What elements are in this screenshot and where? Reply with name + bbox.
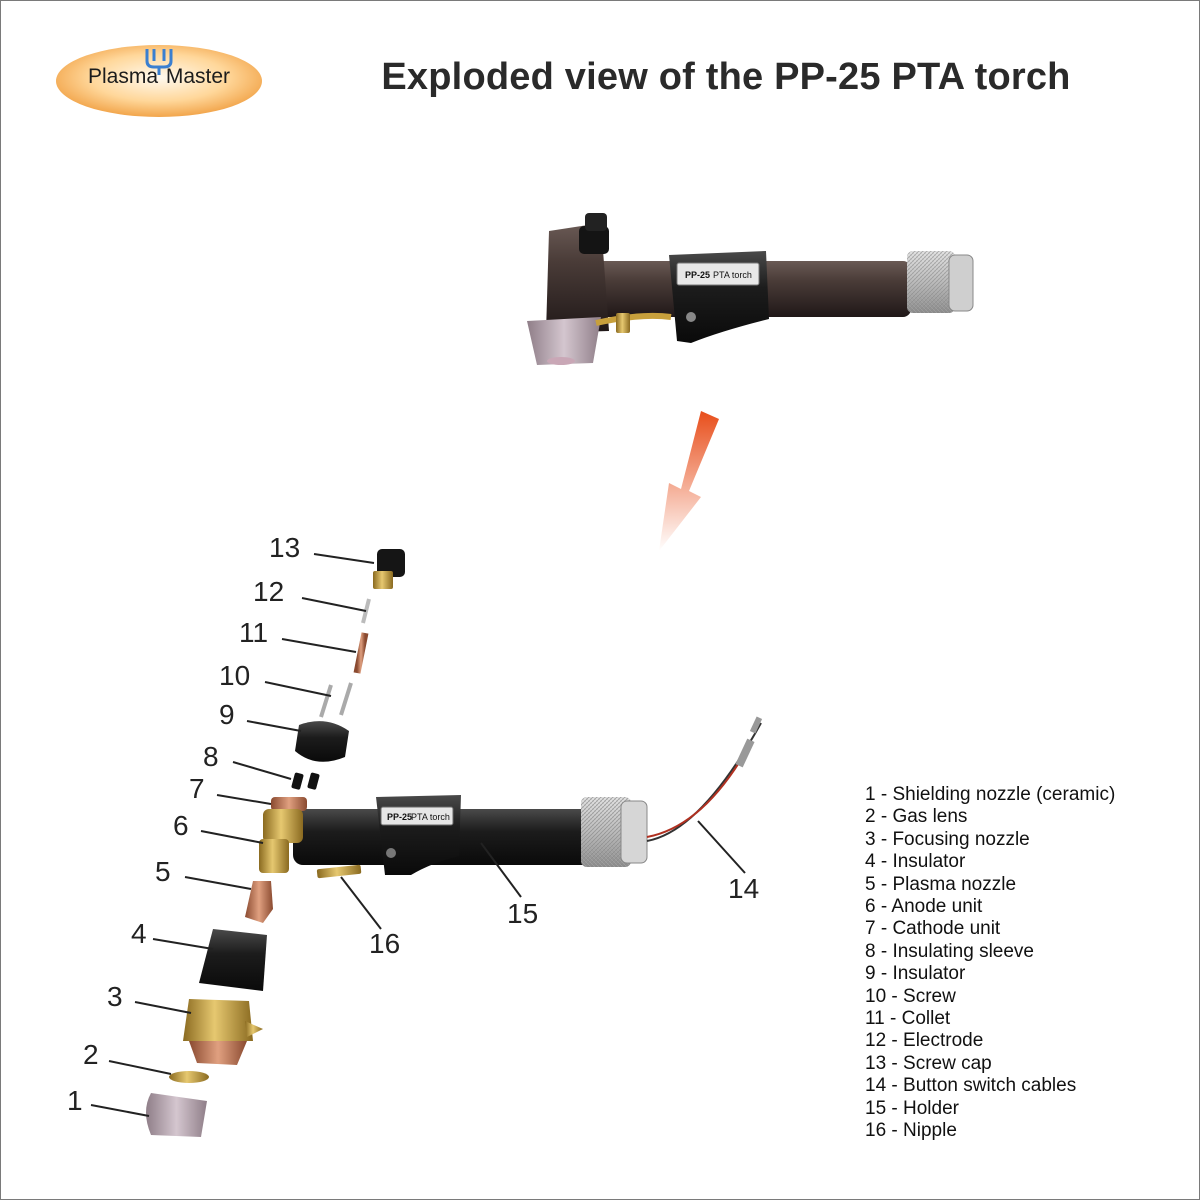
part-shielding-nozzle: [146, 1093, 207, 1137]
callout-16: 16: [369, 928, 401, 959]
legend-item: 7 - Cathode unit: [865, 918, 1001, 940]
callout-12: 12: [253, 576, 285, 607]
legend-item: 12 - Electrode: [865, 1030, 984, 1052]
callout-14: 14: [728, 873, 760, 904]
legend-item: 16 - Nipple: [865, 1120, 957, 1142]
plasma-master-logo: Plasma Master: [54, 41, 264, 119]
leader-lines: [90, 553, 746, 1117]
callout-4: 4: [131, 918, 147, 949]
part-button-switch-cables: [646, 716, 763, 842]
part-cathode-unit: [271, 797, 307, 811]
callout-7: 7: [189, 773, 205, 804]
torch-model-label: PP-25: [685, 270, 710, 280]
part-plasma-nozzle: [245, 881, 273, 923]
logo-ellipse-icon: [56, 45, 262, 117]
holder-name-label: PTA torch: [411, 812, 450, 822]
legend-item: 14 - Button switch cables: [865, 1075, 1077, 1097]
legend-item: 2 - Gas lens: [865, 806, 968, 828]
legend-item: 8 - Insulating sleeve: [865, 940, 1034, 962]
part-screw-cap: [373, 549, 405, 589]
explode-arrow-icon: [659, 411, 719, 551]
part-collet: [353, 632, 369, 674]
page-title: Exploded view of the PP-25 PTA torch: [381, 56, 1071, 98]
callout-9: 9: [219, 699, 235, 730]
logo-text: Plasma Master: [87, 65, 231, 88]
part-insulator-upper: [295, 721, 349, 762]
legend-item: 13 - Screw cap: [865, 1052, 992, 1074]
callout-8: 8: [203, 741, 219, 772]
callout-2: 2: [83, 1039, 99, 1070]
part-holder: PP-25 PTA torch: [293, 795, 648, 875]
callout-15: 15: [507, 898, 539, 929]
callout-3: 3: [107, 981, 123, 1012]
part-insulating-sleeves: [291, 772, 320, 790]
legend-item: 3 - Focusing nozzle: [865, 828, 1030, 850]
callout-10: 10: [219, 660, 251, 691]
part-nipple: [316, 864, 362, 879]
part-insulator-lower: [199, 929, 267, 991]
parts-legend: 1 - Shielding nozzle (ceramic) 2 - Gas l…: [865, 784, 1115, 1143]
callout-5: 5: [155, 856, 171, 887]
legend-item: 10 - Screw: [865, 985, 956, 1007]
callout-6: 6: [173, 810, 189, 841]
part-screws: [319, 682, 353, 718]
torch-mark-icon: [145, 49, 173, 75]
legend-item: 15 - Holder: [865, 1097, 959, 1119]
callout-1: 1: [67, 1085, 83, 1116]
legend-item: 11 - Collet: [865, 1008, 951, 1030]
legend-item: 9 - Insulator: [865, 963, 966, 985]
holder-model-label: PP-25: [387, 812, 412, 822]
torch-label-plate: [676, 262, 760, 286]
callout-11: 11: [239, 617, 269, 648]
part-gas-lens: [169, 1071, 209, 1083]
part-focusing-nozzle: [183, 999, 263, 1065]
legend-item: 5 - Plasma nozzle: [865, 873, 1017, 895]
assembled-torch: PP-25 PTA torch: [527, 213, 974, 365]
legend-item: 6 - Anode unit: [865, 896, 983, 918]
legend-item: 1 - Shielding nozzle (ceramic): [865, 784, 1116, 805]
callout-13: 13: [269, 532, 301, 563]
part-anode-unit: [259, 809, 303, 873]
legend-item: 4 - Insulator: [865, 851, 966, 873]
torch-name-label: PTA torch: [713, 270, 752, 280]
